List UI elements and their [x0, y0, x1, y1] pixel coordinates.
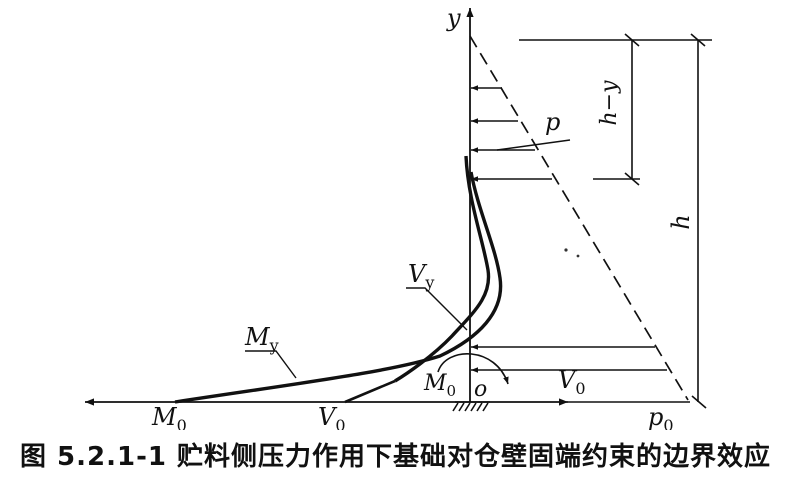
p0-sub: 0	[663, 416, 673, 430]
my-curve	[174, 171, 503, 404]
stray-dots	[564, 248, 580, 258]
p0-label: p0	[648, 403, 674, 430]
vy-label-main: V	[408, 260, 428, 288]
m0-left-label: M0	[151, 403, 187, 430]
v0-right-label: V0	[558, 366, 586, 398]
m0-left-main: M	[151, 403, 178, 430]
p0-main: p	[648, 403, 663, 430]
moment-arrow	[437, 352, 509, 385]
my-label-sub: y	[269, 336, 279, 355]
v0-line	[344, 379, 396, 404]
v0-right-main: V	[558, 366, 578, 394]
v0-left-sub: 0	[335, 416, 345, 430]
h-label: h	[667, 214, 695, 229]
vy-label: Vy	[408, 260, 434, 292]
m0-origin-sub: 0	[447, 382, 457, 400]
p-leader	[496, 139, 571, 151]
vy-label-sub: y	[424, 273, 434, 292]
m0-origin-label: M0	[423, 371, 456, 400]
figure-caption: 图 5.2.1-1 贮料侧压力作用下基础对仓壁固端约束的边界效应	[19, 442, 771, 472]
y-axis-label: y	[446, 4, 461, 32]
pressure-arrows	[471, 85, 667, 373]
wall-pressure-diagram: p h−y h y Vy My M0 V0 M0 o V0	[85, 4, 712, 430]
p-label: p	[545, 108, 560, 136]
fixed-support-hatch	[452, 401, 490, 412]
m0-origin-main: M	[423, 371, 447, 396]
m0-left-sub: 0	[177, 416, 187, 430]
my-label-main: M	[244, 323, 271, 351]
v0-left-label: V0	[318, 403, 346, 430]
dimension-lines	[519, 33, 712, 402]
origin-label: o	[474, 377, 487, 402]
vy-leader	[406, 287, 468, 331]
pressure-envelope	[469, 35, 689, 401]
v0-right-sub: 0	[575, 379, 585, 398]
h-minus-y-label: h−y	[597, 80, 622, 126]
v0-left-main: V	[318, 403, 338, 430]
my-leader	[245, 350, 297, 379]
my-label: My	[244, 323, 279, 355]
base-tick-right	[691, 395, 707, 409]
